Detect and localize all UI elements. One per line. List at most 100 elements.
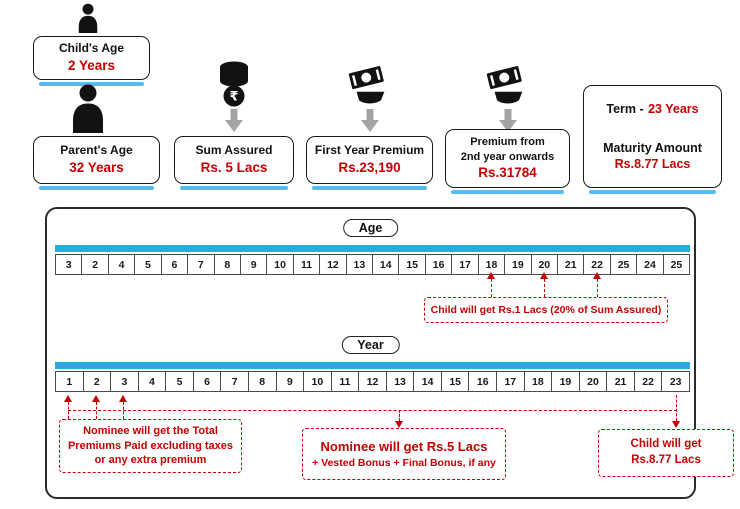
timeline-cell-year: 4 (138, 371, 167, 392)
timeline-cell-age: 5 (135, 254, 162, 275)
age-bar (55, 245, 690, 252)
timeline-cell-year: 13 (386, 371, 415, 392)
mid-drop-arrowhead (395, 421, 403, 428)
timeline-cell-age: 17 (452, 254, 479, 275)
timeline-cell-year: 22 (634, 371, 663, 392)
first-year-premium-value: Rs.23,190 (338, 160, 401, 176)
year-23-arrowhead (672, 421, 680, 428)
sum-assured-value: Rs. 5 Lacs (200, 160, 268, 176)
timeline-cell-year: 11 (331, 371, 360, 392)
first-year-premium-card: First Year Premium Rs.23,190 (306, 136, 433, 190)
age-18-arrowhead (487, 272, 495, 279)
timeline-cell-age: 14 (373, 254, 400, 275)
age-20-connector (544, 279, 545, 297)
timeline-cell-year: 6 (193, 371, 222, 392)
timeline-cell-year: 10 (304, 371, 332, 392)
timeline-cell-year: 20 (579, 371, 608, 392)
timeline-cell-year: 7 (221, 371, 249, 392)
timeline-cell-age: 16 (425, 254, 453, 275)
nominee-sum-assured-note: Nominee will get Rs.5 Lacs + Vested Bonu… (302, 428, 506, 480)
age-22-arrowhead (593, 272, 601, 279)
nominee-sum-line2: + Vested Bonus + Final Bonus, if any (312, 456, 496, 469)
maturity-amount-label: Maturity Amount (603, 140, 702, 155)
timeline-cell-year: 2 (83, 371, 112, 392)
premium-second-year-label-2: 2nd year onwards (460, 150, 555, 163)
nominee-sum-line1: Nominee will get Rs.5 Lacs (320, 439, 488, 455)
mid-drop-connector (399, 410, 400, 421)
premium-second-year-value: Rs.31784 (478, 165, 537, 181)
timeline-cell-year: 17 (497, 371, 525, 392)
year-3-arrowhead (119, 395, 127, 402)
timeline-cell-age: 6 (161, 254, 189, 275)
premium-second-year-label-1: Premium from (470, 136, 545, 149)
timeline-cell-age: 25 (610, 254, 638, 275)
timeline-cell-age: 2 (82, 254, 109, 275)
rupee-coins-icon: ₹ (220, 61, 248, 107)
timeline-cell-age: 11 (293, 254, 321, 275)
maturity-payout-line1: Child will get (630, 438, 702, 451)
maturity-payout-note: Child will get Rs.8.77 Lacs (598, 429, 734, 477)
timeline-cell-age: 24 (637, 254, 664, 275)
age-18-connector (491, 279, 492, 297)
age-money-back-note: Child will get Rs.1 Lacs (20% of Sum Ass… (424, 297, 668, 323)
year-pill: Year (341, 336, 400, 354)
timeline-cell-age: 7 (188, 254, 215, 275)
sum-assured-label: Sum Assured (195, 143, 273, 158)
timeline-cell-year: 1 (55, 371, 84, 392)
age-22-connector (597, 279, 598, 297)
year-1-arrowhead (64, 395, 72, 402)
down-arrow-icon (361, 109, 379, 132)
nominee-premiums-line1: Nominee will get the Total (83, 424, 218, 437)
sum-assured-card: Sum Assured Rs. 5 Lacs (174, 136, 294, 190)
cash-in-hand-icon (348, 66, 385, 104)
timeline-cell-age: 19 (505, 254, 532, 275)
timeline-cell-age: 4 (108, 254, 136, 275)
death-benefit-connector (68, 410, 677, 411)
maturity-amount-value: Rs.8.77 Lacs (614, 157, 691, 172)
parent-person-icon (73, 84, 103, 133)
timeline-cell-age: 3 (55, 254, 83, 275)
timeline-cell-age: 13 (346, 254, 374, 275)
year-bar (55, 362, 690, 369)
nominee-premiums-note: Nominee will get the Total Premiums Paid… (59, 419, 242, 473)
cash-in-hand-icon (486, 66, 523, 104)
timeline-cell-age: 12 (320, 254, 347, 275)
parent-age-card: Parent's Age 32 Years (33, 136, 160, 190)
nominee-premiums-line3: or any extra premium (94, 454, 207, 467)
timeline-cell-year: 14 (414, 371, 442, 392)
timeline-cell-age: 9 (240, 254, 268, 275)
year-23-connector (676, 395, 677, 421)
timeline-cell-year: 3 (111, 371, 139, 392)
timeline-cell-year: 12 (359, 371, 387, 392)
year-2-arrowhead (92, 395, 100, 402)
term-label: Term - (606, 102, 644, 116)
down-arrow-icon (225, 109, 243, 132)
maturity-payout-line2: Rs.8.77 Lacs (631, 454, 701, 466)
timeline-cell-year: 5 (166, 371, 194, 392)
timeline-cell-year: 18 (524, 371, 553, 392)
parent-age-value: 32 Years (69, 160, 124, 176)
child-age-card: Child's Age 2 Years (33, 36, 150, 86)
timeline-cell-year: 16 (469, 371, 497, 392)
timeline-cell-age: 15 (399, 254, 426, 275)
timeline-cell-year: 19 (552, 371, 580, 392)
timeline-cell-year: 8 (248, 371, 277, 392)
timeline-cell-year: 23 (662, 371, 690, 392)
child-person-icon (78, 3, 98, 33)
timeline-cell-age: 8 (214, 254, 241, 275)
term-value: 23 Years (648, 102, 699, 116)
parent-age-label: Parent's Age (60, 143, 133, 158)
timeline-cell-age: 25 (663, 254, 691, 275)
child-age-value: 2 Years (67, 58, 116, 74)
svg-text:₹: ₹ (229, 90, 238, 105)
down-arrow-icon (499, 109, 517, 132)
timeline-cell-year: 21 (607, 371, 635, 392)
nominee-premiums-line2: Premiums Paid excluding taxes (67, 439, 234, 452)
age-pill: Age (342, 219, 399, 237)
premium-second-year-card: Premium from 2nd year onwards Rs.31784 (445, 129, 570, 194)
timeline-cell-year: 15 (441, 371, 470, 392)
child-age-label: Child's Age (58, 41, 125, 56)
